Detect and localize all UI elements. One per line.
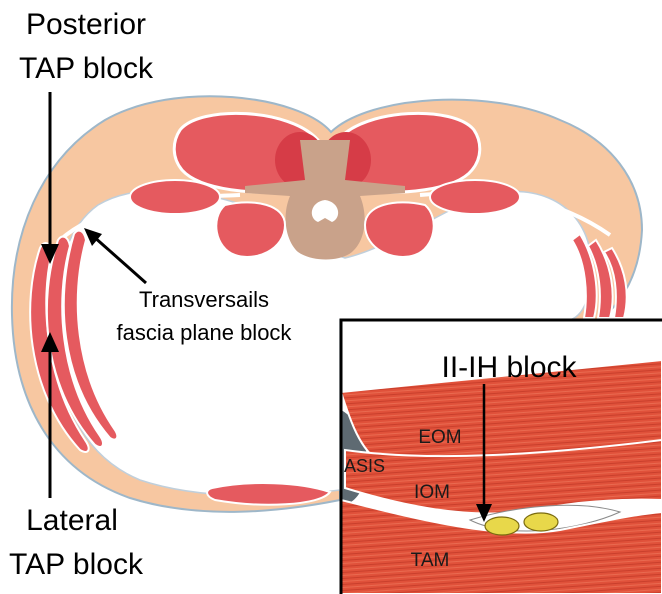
- posterior-tap-label-line1: Posterior: [26, 8, 146, 41]
- ilioinguinal-nerve: [485, 517, 519, 535]
- posterior-tap-label-line2: TAP block: [19, 52, 154, 85]
- inset-panel: II-IH block ASIS EOM IOM TAM: [341, 320, 662, 594]
- iliohypogastric-nerve: [524, 513, 558, 531]
- lateral-tap-label-line1: Lateral: [26, 504, 118, 537]
- lateral-tap-label-line2: TAP block: [9, 548, 144, 581]
- quadratus-lumborum-left: [130, 180, 220, 214]
- rectus-abdominis: [207, 483, 330, 505]
- tam-label: TAM: [411, 550, 450, 571]
- inset-title: II-IH block: [441, 351, 577, 384]
- asis-label: ASIS: [344, 456, 385, 476]
- transversalis-label-line2: fascia plane block: [117, 320, 293, 345]
- iom-label: IOM: [414, 482, 450, 503]
- transversalis-label-line1: Transversails: [139, 287, 269, 312]
- quadratus-lumborum-right: [430, 180, 520, 214]
- eom-label: EOM: [418, 427, 461, 448]
